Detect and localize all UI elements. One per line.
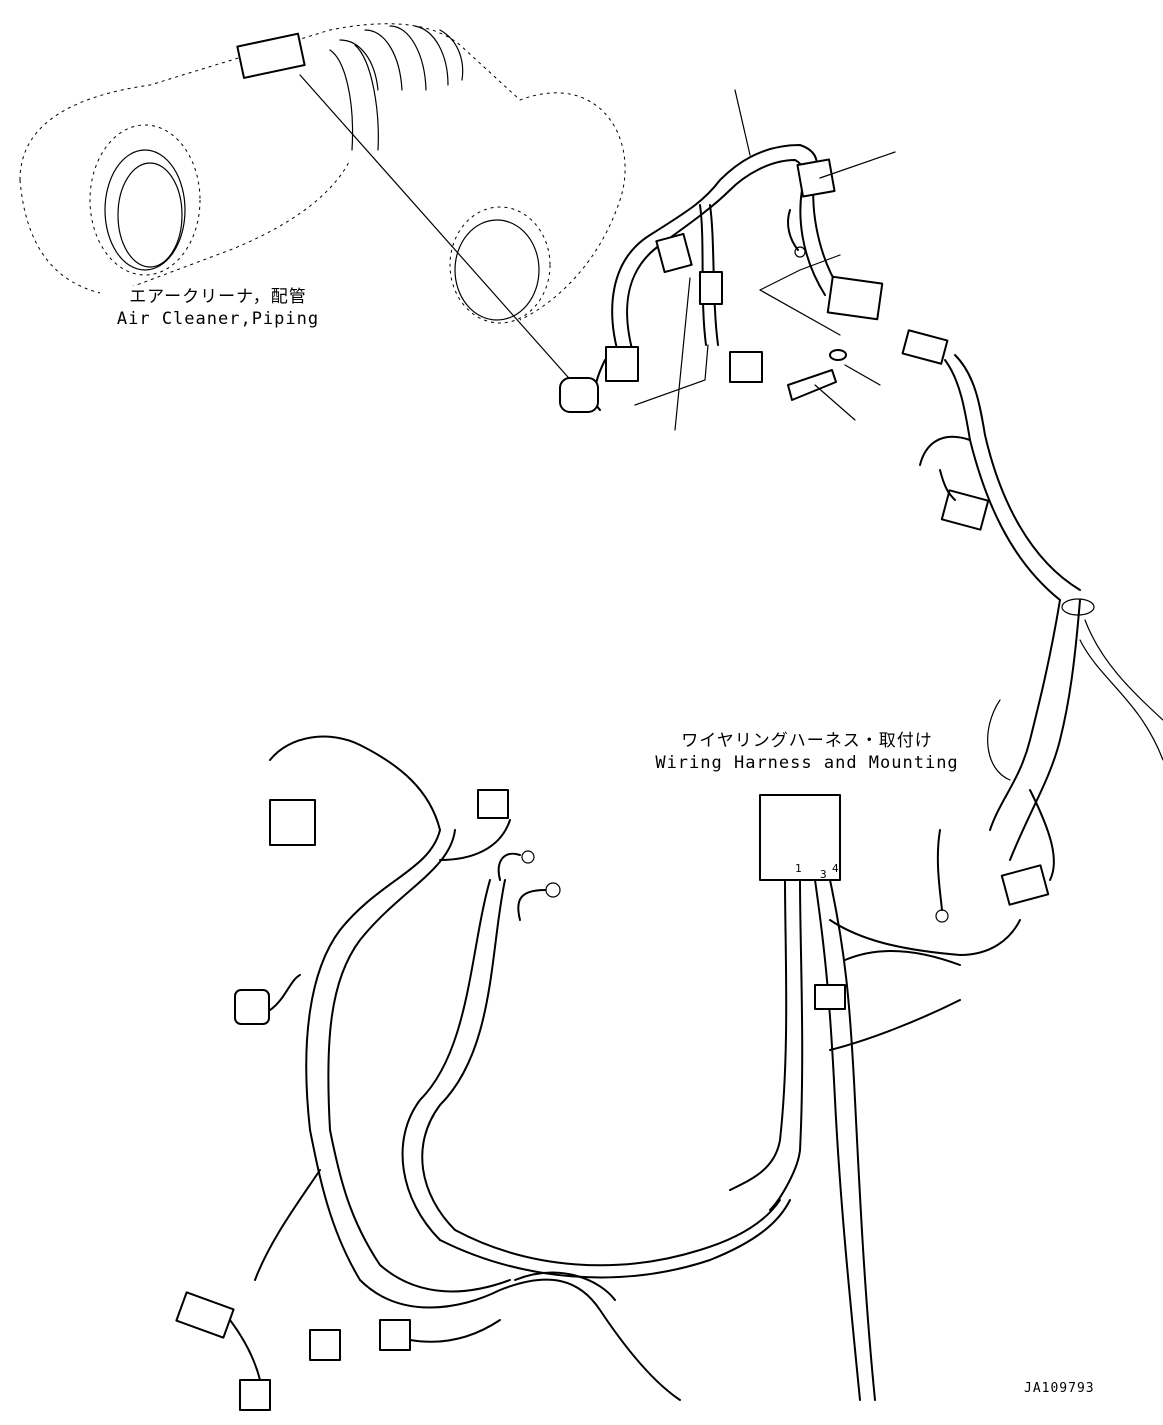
right-harness bbox=[919, 354, 1163, 923]
pin-1-label: 1 bbox=[795, 862, 802, 875]
air-cleaner-label-en: Air Cleaner,Piping bbox=[116, 309, 320, 329]
wiring-harness-label: ワイヤリングハーネス・取付け Wiring Harness and Mounti… bbox=[632, 730, 982, 774]
drawing-number: JA109793 bbox=[1024, 1381, 1095, 1396]
wiring-harness-label-en: Wiring Harness and Mounting bbox=[655, 753, 959, 773]
pin-4-label: 4 bbox=[832, 862, 839, 875]
air-cleaner-label-jp: エアークリーナ，配管 bbox=[129, 287, 307, 307]
air-cleaner-piping bbox=[19, 23, 626, 386]
air-cleaner-label: エアークリーナ，配管 Air Cleaner,Piping bbox=[100, 286, 336, 330]
wiring-harness-label-jp: ワイヤリングハーネス・取付け bbox=[681, 731, 933, 751]
upper-harness bbox=[559, 89, 949, 431]
main-harness bbox=[175, 735, 1021, 1411]
pin-3-label: 3 bbox=[820, 868, 827, 881]
